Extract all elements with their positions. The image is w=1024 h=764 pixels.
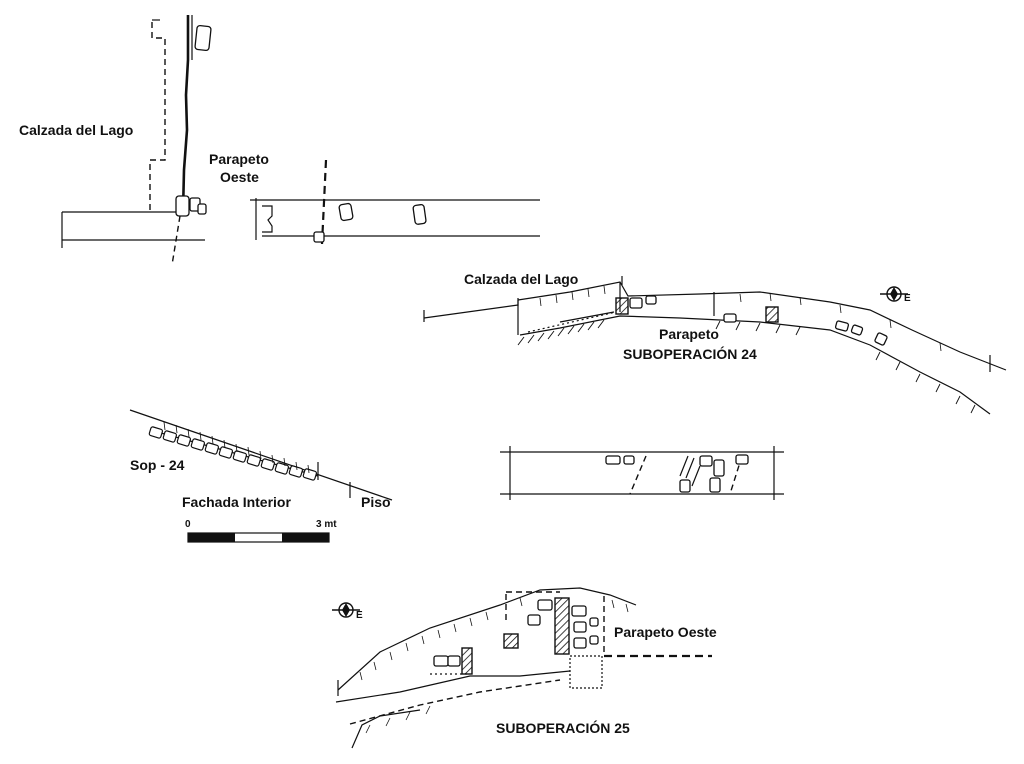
north-marker-lower-icon [332,602,360,618]
label-sop-24: Sop - 24 [130,457,185,473]
label-fachada-interior: Fachada Interior [182,494,291,510]
label-north-marker-upper: E [904,293,911,304]
scale-bar [187,532,330,543]
label-parapeto-oeste-line1: Parapeto [209,151,269,167]
label-calzada-del-lago-plan: Calzada del Lago [19,122,134,138]
label-calzada-del-lago-section: Calzada del Lago [464,271,579,287]
north-marker-upper-icon [880,286,908,302]
label-piso: Piso [361,494,391,510]
label-suboperacion-25: SUBOPERACIÓN 25 [496,720,630,736]
scale-bar-end-label: 3 mt [316,519,337,530]
section-suboperacion-24 [423,276,1007,415]
label-parapeto-oeste-line2: Oeste [220,169,259,185]
section-fachada-interior [129,409,393,501]
plan-middle-right [500,446,784,500]
plan-corridor [250,159,540,245]
parapet-wall [181,15,190,213]
label-parapeto-oeste-25: Parapeto Oeste [614,624,717,640]
section-suboperacion-25 [335,587,712,749]
label-parapeto-section: Parapeto [659,326,719,342]
scale-bar-start-label: 0 [185,519,191,530]
label-suboperacion-24: SUBOPERACIÓN 24 [623,346,757,362]
label-north-marker-lower: E [356,610,363,621]
calzada-outline [149,22,166,212]
plan-calzada-parapeto [61,15,212,266]
